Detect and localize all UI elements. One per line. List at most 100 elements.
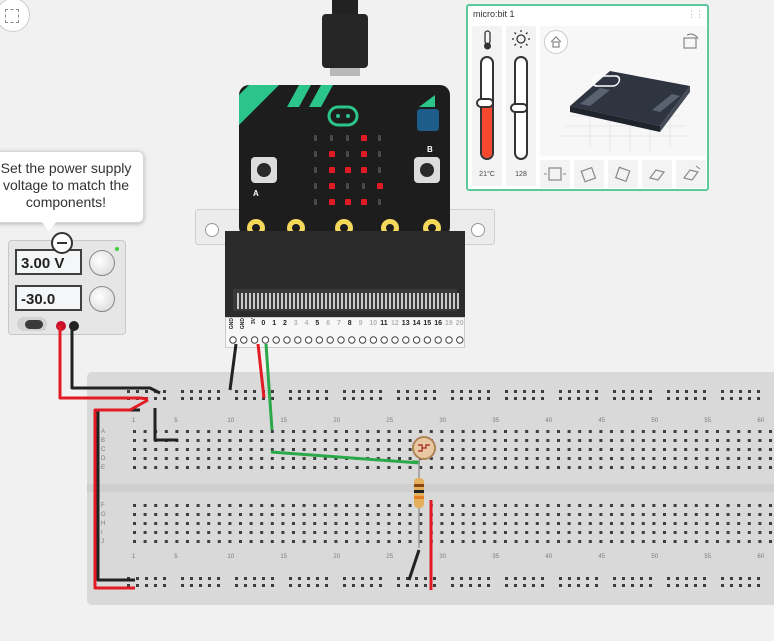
power-switch[interactable] xyxy=(25,320,43,329)
current-knob[interactable] xyxy=(89,286,115,312)
bb-hole xyxy=(196,466,200,469)
bb-hole xyxy=(217,390,220,393)
column-number: 25 xyxy=(386,554,394,560)
bb-hole xyxy=(504,522,507,525)
temperature-slider[interactable] xyxy=(480,56,494,160)
led-4-2 xyxy=(345,199,351,205)
bb-hole xyxy=(355,540,359,543)
voltage-display[interactable]: 3.00 V xyxy=(15,249,82,275)
bb-hole xyxy=(207,466,211,469)
bb-hole xyxy=(641,531,645,534)
bb-hole xyxy=(546,439,550,442)
bb-hole xyxy=(249,430,253,433)
bb-hole xyxy=(424,584,427,587)
bb-hole xyxy=(154,540,158,543)
bb-hole xyxy=(631,504,635,507)
row-letter: B xyxy=(101,438,106,444)
edge-pin xyxy=(313,293,315,309)
bb-hole xyxy=(313,531,317,534)
drag-handle-icon[interactable]: ⋮⋮ xyxy=(687,9,704,19)
bb-hole xyxy=(154,397,157,400)
bb-hole xyxy=(641,540,645,543)
bb-hole xyxy=(260,513,264,516)
bb-hole xyxy=(406,390,409,393)
usb-cable[interactable] xyxy=(322,0,368,76)
led-0-3 xyxy=(361,135,367,141)
bb-hole xyxy=(334,466,338,469)
home-icon xyxy=(550,36,562,48)
shake-gesture-button[interactable] xyxy=(540,160,570,188)
bb-hole xyxy=(379,584,382,587)
bb-hole xyxy=(298,577,301,580)
face-up-gesture-button[interactable] xyxy=(642,160,672,188)
led-3-1 xyxy=(329,183,335,189)
temperature-control[interactable]: 21°C xyxy=(472,26,502,186)
photoresistor[interactable] xyxy=(412,436,436,460)
bb-hole xyxy=(302,448,306,451)
bb-hole xyxy=(567,439,571,442)
bb-hole xyxy=(190,397,193,400)
bb-hole xyxy=(737,466,741,469)
reset-view-button[interactable] xyxy=(678,30,702,54)
bb-hole xyxy=(610,466,613,469)
bb-hole xyxy=(175,448,179,451)
fit-view-button[interactable] xyxy=(0,0,30,32)
bb-hole xyxy=(298,584,301,587)
button-b-label: B xyxy=(427,145,433,154)
column-number: 15 xyxy=(280,554,288,560)
bb-hole xyxy=(281,531,285,534)
bb-hole xyxy=(557,531,560,534)
button-a[interactable] xyxy=(251,157,277,183)
bb-hole xyxy=(343,397,346,400)
bb-hole xyxy=(433,397,436,400)
header-hole xyxy=(445,336,453,344)
column-number: 20 xyxy=(333,418,341,424)
bb-hole xyxy=(228,457,232,460)
bb-hole xyxy=(726,466,730,469)
bb-hole xyxy=(673,430,677,433)
bb-hole xyxy=(217,540,221,543)
button-ab-logo[interactable] xyxy=(417,109,439,131)
bb-hole xyxy=(482,513,486,516)
header-hole xyxy=(423,336,432,344)
bb-hole xyxy=(620,531,624,534)
tilt-left-gesture-button[interactable] xyxy=(574,160,604,188)
tooltip-text: Set the power supply voltage to match th… xyxy=(0,160,132,210)
button-b[interactable] xyxy=(414,157,440,183)
bb-hole xyxy=(758,513,762,516)
bb-hole xyxy=(523,577,526,580)
bb-hole xyxy=(196,513,200,516)
temperature-slider-thumb[interactable] xyxy=(476,97,494,108)
negative-terminal[interactable] xyxy=(69,321,79,331)
home-view-button[interactable] xyxy=(544,30,568,54)
bb-hole xyxy=(323,457,327,460)
pin-label: 11 xyxy=(380,320,388,327)
decrease-voltage-button[interactable] xyxy=(51,232,73,254)
resistor[interactable] xyxy=(414,478,424,508)
bb-hole xyxy=(649,390,652,393)
bb-hole xyxy=(588,522,592,525)
logo-gesture-button[interactable] xyxy=(676,160,706,188)
bb-hole xyxy=(504,457,507,460)
bb-hole xyxy=(631,466,635,469)
bb-hole xyxy=(154,577,157,580)
voltage-knob[interactable] xyxy=(89,250,115,276)
microbit-3d-view[interactable] xyxy=(540,26,706,156)
edge-pin xyxy=(269,293,271,309)
bb-hole xyxy=(599,466,603,469)
microbit-sim-panel[interactable]: micro:bit 1 ⋮⋮ 21°C xyxy=(466,4,709,191)
usb-connector-icon xyxy=(322,0,368,76)
bb-hole xyxy=(541,390,544,393)
bb-hole xyxy=(366,466,370,469)
bb-hole xyxy=(228,531,232,534)
current-display[interactable]: -30.0 mA xyxy=(15,285,82,334)
bb-hole xyxy=(622,390,625,393)
light-control[interactable]: 128 xyxy=(506,26,536,186)
bb-hole xyxy=(163,577,166,580)
bb-hole xyxy=(505,390,508,393)
tilt-right-gesture-button[interactable] xyxy=(608,160,638,188)
header-hole xyxy=(412,336,421,344)
light-slider-thumb[interactable] xyxy=(510,103,528,113)
